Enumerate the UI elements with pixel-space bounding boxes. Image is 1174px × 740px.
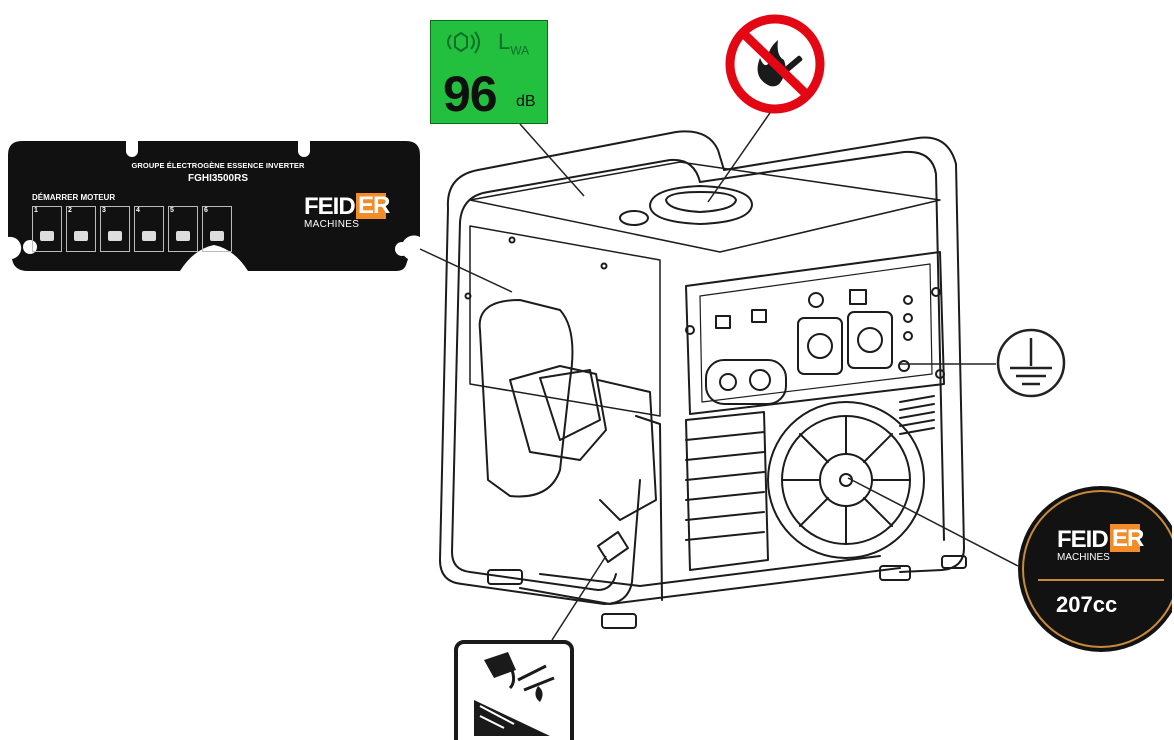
engine-displacement-badge: FEID ER MACHINES 207cc bbox=[1016, 484, 1172, 654]
brand-name: FEID bbox=[1057, 526, 1109, 553]
sound-power-unit: dB bbox=[516, 93, 536, 110]
sound-power-value: 96 bbox=[443, 66, 498, 122]
step-number: 2 bbox=[68, 207, 72, 214]
step-number: 3 bbox=[102, 207, 106, 214]
step-number: 6 bbox=[204, 207, 208, 214]
sound-power-badge: LWA 96 dB bbox=[430, 20, 548, 124]
step-pictogram-icon bbox=[142, 231, 156, 241]
brand-logo: FEID ER MACHINES bbox=[304, 192, 392, 237]
step-number: 1 bbox=[34, 207, 38, 214]
label-plate-section: DÉMARRER MOTEUR bbox=[32, 193, 116, 202]
start-step: 5 bbox=[168, 206, 198, 252]
warning-label-plate: GROUPE ÉLECTROGÈNE ESSENCE INVERTER FGHI… bbox=[8, 141, 420, 271]
brand-accent-box: ER bbox=[1110, 524, 1144, 552]
sound-power-icon bbox=[447, 31, 480, 54]
start-step: 1 bbox=[32, 206, 62, 252]
step-number: 4 bbox=[136, 207, 140, 214]
step-pictogram-icon bbox=[40, 231, 54, 241]
start-steps: 1 2 3 4 5 6 bbox=[32, 206, 232, 252]
brand-accent-box: ER bbox=[356, 192, 390, 219]
brand-accent: ER bbox=[358, 192, 390, 219]
earth-ground-icon bbox=[996, 328, 1066, 398]
label-plate-model: FGHI3500RS bbox=[187, 173, 249, 184]
brand-subtitle: MACHINES bbox=[1057, 552, 1110, 563]
step-pictogram-icon bbox=[210, 231, 224, 241]
brand-accent: ER bbox=[1112, 525, 1144, 552]
sound-power-symbol: LWA bbox=[498, 29, 530, 58]
step-pictogram-icon bbox=[176, 231, 190, 241]
sound-power-subscript: WA bbox=[510, 43, 530, 58]
start-step: 6 bbox=[202, 206, 232, 252]
label-plate-title: GROUPE ÉLECTROGÈNE ESSENCE INVERTER bbox=[131, 161, 305, 170]
brand-subtitle: MACHINES bbox=[304, 219, 360, 230]
brand-name: FEID bbox=[304, 193, 356, 220]
engine-displacement: 207cc bbox=[1056, 592, 1118, 617]
fuel-warning-icon bbox=[454, 640, 574, 740]
no-open-flame-icon bbox=[725, 14, 825, 114]
step-number: 5 bbox=[170, 207, 174, 214]
start-step: 4 bbox=[134, 206, 164, 252]
step-pictogram-icon bbox=[74, 231, 88, 241]
start-step: 2 bbox=[66, 206, 96, 252]
start-step: 3 bbox=[100, 206, 130, 252]
badge-disc bbox=[1018, 486, 1172, 652]
step-pictogram-icon bbox=[108, 231, 122, 241]
